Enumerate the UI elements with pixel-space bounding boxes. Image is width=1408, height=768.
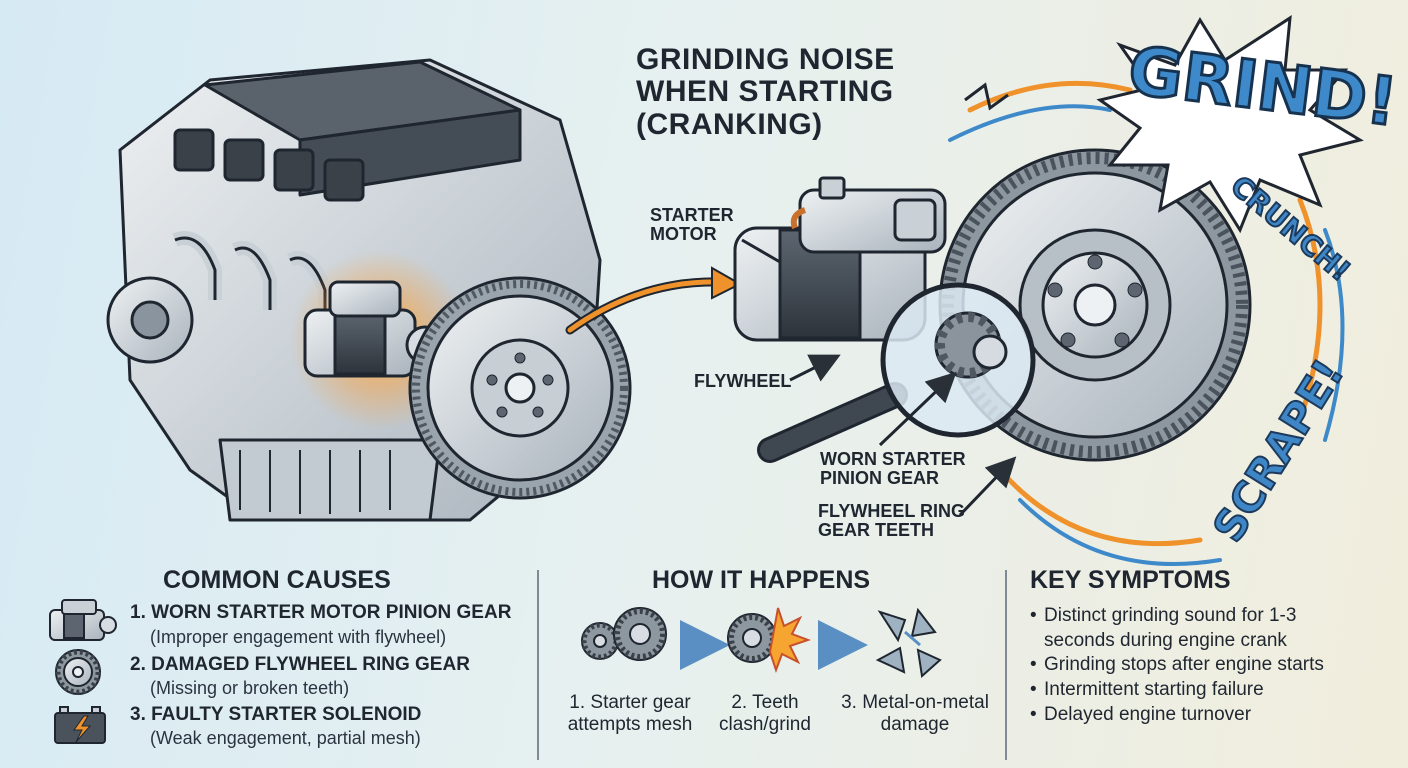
how-heading: HOW IT HAPPENS — [652, 566, 871, 594]
detail-starter-motor — [733, 176, 947, 342]
title-line-2: WHEN STARTING — [636, 75, 894, 109]
starter-motor-callout: STARTER MOTOR — [650, 205, 734, 245]
ring-gear-callout: FLYWHEEL RING GEAR TEETH — [818, 501, 966, 541]
ring-gear-leader — [958, 456, 1017, 517]
how-step-3: 3. Metal-on-metal damage — [830, 692, 1000, 736]
step-1-line-1: 1. Starter gear — [569, 692, 691, 713]
ring-callout-line-1: FLYWHEEL RING — [818, 501, 966, 521]
worn-pinion-callout: WORN STARTER PINION GEAR — [820, 449, 966, 489]
grind-starburst — [1096, 15, 1364, 234]
cause-2-detail: (Missing or broken teeth) — [150, 678, 350, 698]
cause-3-title: 3. FAULTY STARTER SOLENOID — [130, 704, 422, 725]
causes-heading: COMMON CAUSES — [163, 566, 391, 594]
page-title: GRINDING NOISE WHEN STARTING (CRANKING) — [636, 43, 895, 141]
cause-1-detail: (Improper engagement with flywheel) — [150, 627, 447, 647]
starter-leader — [741, 238, 781, 264]
step-3-line-2: damage — [880, 713, 950, 735]
flywheel-leader — [789, 354, 841, 382]
pinion-leader — [878, 371, 957, 447]
cause-1-title: 1. WORN STARTER MOTOR PINION GEAR — [130, 602, 512, 623]
magnifying-glass — [757, 282, 1036, 463]
clashing-gear-icon — [727, 607, 811, 673]
step-3-line-1: 3. Metal-on-metal — [841, 692, 989, 713]
starter-motor-icon — [49, 599, 117, 641]
symptom-item: Distinct grinding sound for 1-3 — [1030, 604, 1324, 629]
starter-callout-line-2: MOTOR — [650, 224, 717, 245]
engine-flywheel — [408, 276, 632, 500]
step-1-line-2: attempts mesh — [567, 713, 693, 735]
pinion-callout-line-1: WORN STARTER — [820, 449, 966, 469]
title-line-3: (CRANKING) — [636, 107, 823, 141]
starter-callout-line-1: STARTER — [650, 205, 734, 225]
how-step-1: 1. Starter gear attempts mesh — [560, 692, 700, 736]
meshing-gears-icon — [581, 607, 667, 661]
symptoms-list: Distinct grinding sound for 1-3 seconds … — [1030, 604, 1324, 727]
how-step-2: 2. Teeth clash/grind — [710, 692, 820, 736]
zoom-arrow — [567, 279, 723, 333]
flywheel-gear-icon — [55, 649, 101, 695]
pinion-callout-line-2: PINION GEAR — [820, 468, 940, 489]
symptom-item: Delayed engine turnover — [1030, 703, 1324, 728]
battery-bolt-icon — [54, 706, 106, 744]
step-2-line-1: 2. Teeth — [731, 692, 799, 713]
step-2-line-2: clash/grind — [719, 713, 811, 735]
zoom-arrow-head — [711, 266, 743, 300]
symptom-item: Grinding stops after engine starts — [1030, 653, 1324, 678]
section-divider-2 — [1005, 570, 1007, 760]
engine-starter-motor — [303, 280, 445, 378]
symptom-item: seconds during engine crank — [1044, 629, 1287, 651]
section-divider-1 — [537, 570, 539, 760]
title-line-1: GRINDING NOISE — [636, 43, 895, 76]
symptom-item: Intermittent starting failure — [1030, 678, 1324, 703]
cause-2-title: 2. DAMAGED FLYWHEEL RING GEAR — [130, 654, 470, 675]
ring-callout-line-2: GEAR TEETH — [818, 520, 935, 541]
spark-zigzag — [964, 82, 1009, 111]
cause-3-detail: (Weak engagement, partial mesh) — [150, 728, 421, 748]
flywheel-callout: FLYWHEEL — [694, 371, 792, 391]
symptoms-heading: KEY SYMPTOMS — [1030, 566, 1231, 594]
broken-metal-icon — [875, 607, 942, 678]
